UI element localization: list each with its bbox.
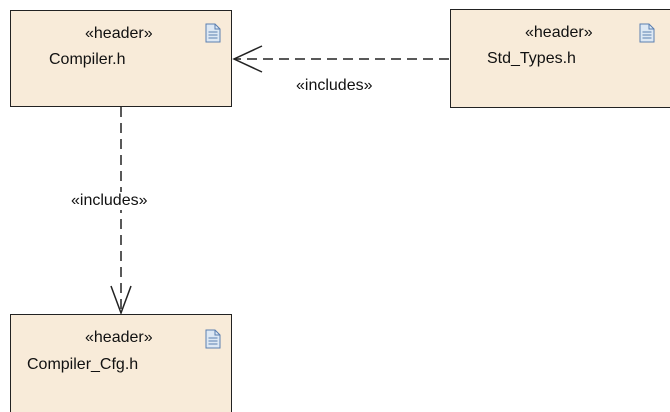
open-arrowhead-icon [232, 45, 263, 73]
node-stereotype: «header» [85, 329, 153, 346]
document-icon [205, 329, 221, 349]
document-icon [205, 23, 221, 43]
node-stereotype: «header» [525, 24, 593, 41]
node-stereotype: «header» [85, 25, 153, 42]
node-name: Compiler.h [49, 51, 126, 68]
node-name: Compiler_Cfg.h [27, 356, 139, 373]
edge-label-compiler-includes-compiler-cfg: «includes» [70, 192, 149, 210]
node-compiler-cfg-h[interactable]: «header» Compiler_Cfg.h [10, 314, 232, 412]
open-arrowhead-icon [110, 285, 132, 316]
edge-label-std-types-includes-compiler: «includes» [296, 77, 373, 94]
node-name: Std_Types.h [487, 50, 576, 67]
node-compiler-h[interactable]: «header» Compiler.h [10, 10, 232, 107]
document-icon [639, 23, 655, 43]
node-std-types-h[interactable]: «header» Std_Types.h [450, 9, 670, 108]
